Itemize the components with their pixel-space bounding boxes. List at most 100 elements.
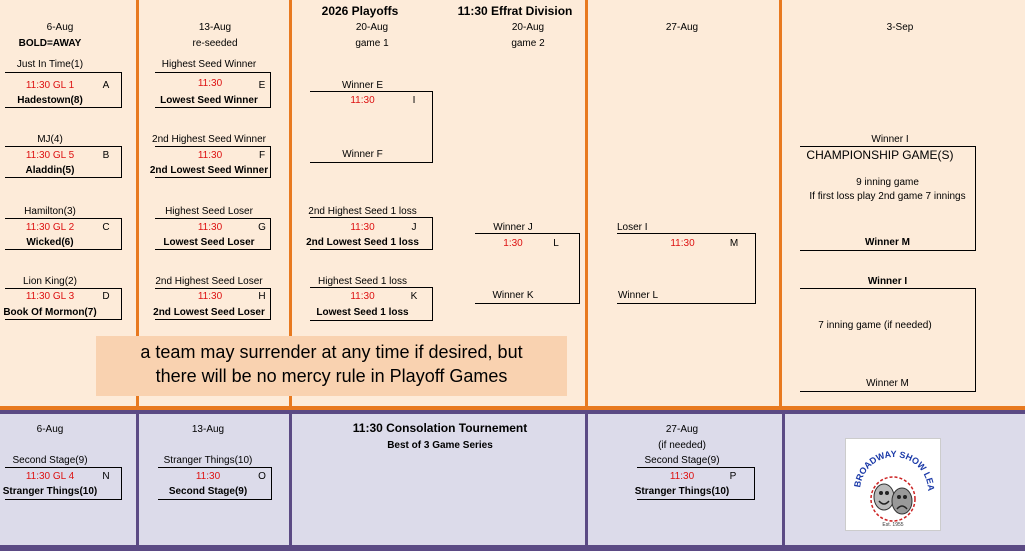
consolation-subtitle: Best of 3 Game Series [387,440,493,451]
team-top: Lion King(2) [23,276,77,287]
game-letter: N [102,471,110,482]
note-line: there will be no mercy rule in Playoff G… [155,366,508,386]
game-time: 11:30 GL 5 [25,150,75,161]
matchup-box [637,467,755,500]
logo-est: Est. 1955 [882,522,903,528]
final-team-top: Winner I [867,276,908,287]
game-time: 11:30 [350,95,375,106]
matchup-box [310,217,433,250]
final-team-top: Winner I [871,134,909,145]
team-top: 2nd Highest Seed Winner [152,134,266,145]
game-letter: J [411,222,417,233]
date-label: 13-Aug [191,424,225,435]
game-letter: F [258,150,266,161]
date-label: 20-Aug [355,22,389,33]
team-bottom: 2nd Lowest Seed 1 loss [306,237,419,248]
team-top: MJ(4) [37,134,63,145]
game-letter: C [102,222,110,233]
game-time: 11:30 [195,471,221,482]
game-letter: G [258,222,266,233]
matchup-box [5,288,122,320]
column-divider [585,0,588,406]
matchup-box [5,72,122,108]
date-label: 20-Aug [511,22,545,33]
game-letter: P [729,471,737,482]
reseeded-note: re-seeded [192,38,238,49]
game-letter: L [553,238,559,249]
championship-note: 9 inning game [856,177,919,188]
date-label: 27-Aug [665,22,699,33]
date-label: 27-Aug [665,424,699,435]
game-time: 11:30 GL 1 [25,80,75,91]
game-letter: E [258,80,266,91]
matchup-box [310,287,433,321]
division-title: 11:30 Effrat Division [457,4,573,18]
column-divider [136,0,139,406]
matchup-box [155,146,271,178]
game-letter: K [410,291,418,302]
team-bottom: Lowest Seed 1 loss [316,307,409,318]
team-bottom: Hadestown(8) [17,95,83,106]
column-divider [779,0,782,406]
team-bottom: Winner L [617,290,658,301]
matchup-box [155,72,271,108]
game-letter: I [412,95,416,106]
if-needed-note: (if needed) [658,440,706,451]
championship-box [800,288,976,392]
bottom-border [0,545,1025,551]
matchup-box [617,233,756,304]
team-top: Just In Time(1) [16,59,84,70]
team-bottom: Winner K [492,290,534,301]
game-letter: A [102,80,110,91]
game-letter: D [102,291,110,302]
championship-box [800,146,976,251]
game-time: 11:30 GL 4 [25,471,75,482]
mercy-rule-note: a team may surrender at any time if desi… [96,336,567,396]
team-top: Stranger Things(10) [163,455,253,466]
game-time: 11:30 [197,150,223,161]
matchup-box [5,146,122,178]
game-time: 11:30 [669,471,695,482]
column-divider [136,414,139,545]
game-number: game 2 [511,38,545,49]
divider-orange [0,406,1025,410]
team-top: Highest Seed Winner [161,59,257,70]
game-time: 11:30 GL 3 [25,291,75,302]
column-divider [585,414,588,545]
team-top: Second Stage(9) [12,455,88,466]
game-time: 1:30 [503,238,523,249]
date-label: 6-Aug [46,22,74,33]
team-top: Winner J [493,222,533,233]
date-label: 13-Aug [198,22,232,33]
team-bottom: Stranger Things(10) [2,486,98,497]
game-letter: O [258,471,266,482]
team-top: 2nd Highest Seed 1 loss [308,206,417,217]
game-time: 11:30 [350,222,375,233]
page-title: 2026 Playoffs [321,4,399,18]
team-top: Second Stage(9) [644,455,720,466]
team-bottom: 2nd Lowest Seed Loser [153,307,265,318]
championship-note: If first loss play 2nd game 7 innings [809,191,966,202]
team-bottom: Book Of Mormon(7) [3,307,97,318]
team-bottom: Lowest Seed Winner [160,95,258,106]
game-letter: M [729,238,739,249]
championship-note: 7 inning game (if needed) [818,320,932,331]
consolation-title: 11:30 Consolation Tournement [352,421,528,435]
team-bottom: Second Stage(9) [168,486,248,497]
team-top: Winner E [341,80,384,91]
team-bottom: Lowest Seed Loser [163,237,255,248]
date-label: 3-Sep [886,22,914,33]
divider-purple [0,410,1025,414]
note-line: a team may surrender at any time if desi… [140,342,523,362]
matchup-box [155,288,271,320]
final-team-bottom: Winner M [866,378,909,389]
matchup-box [5,218,122,250]
matchup-box [475,233,580,304]
game-time: 11:30 GL 2 [25,222,75,233]
team-bottom: Winner F [342,149,383,160]
team-top: Highest Seed 1 loss [318,276,407,287]
game-time: 11:30 [197,222,223,233]
matchup-box [158,467,272,500]
column-divider [289,414,292,545]
team-top: Highest Seed Loser [165,206,253,217]
